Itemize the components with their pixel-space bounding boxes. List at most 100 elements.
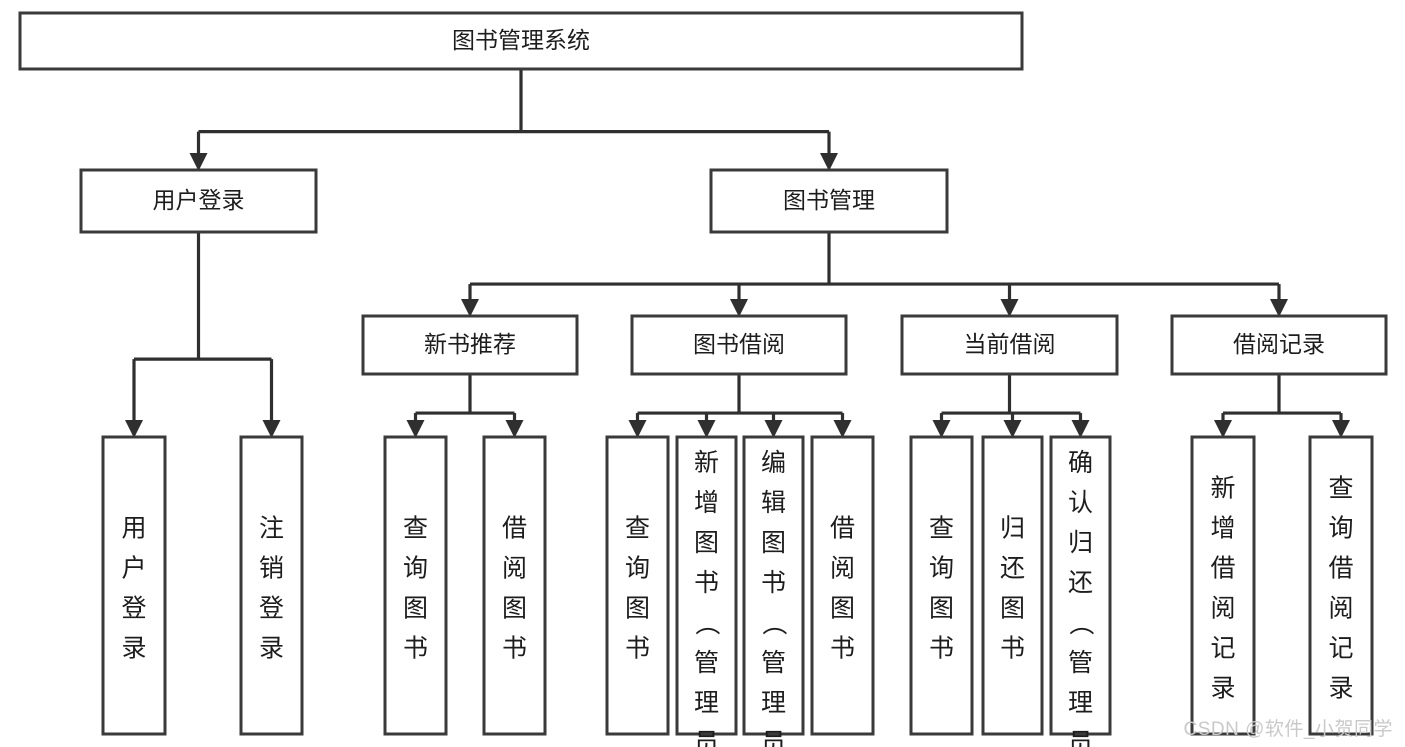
node-box	[709, 168, 949, 234]
node-label-char: 注	[259, 515, 284, 543]
node-label-char: 询	[625, 555, 650, 583]
node-box	[630, 314, 848, 376]
node-label-char: 书	[830, 635, 855, 663]
node-label-char: 询	[1328, 515, 1353, 543]
node-label-char: 书	[1000, 635, 1025, 663]
node-label-char: 记	[1210, 635, 1235, 663]
nodes-layer: 图书管理系统用户登录图书管理新书推荐图书借阅当前借阅借阅记录用户登录注销登录查询…	[18, 11, 1388, 747]
node-label-char: 还	[1000, 555, 1025, 583]
node-label-char: 理	[694, 689, 719, 717]
node-label-char: 理	[761, 689, 786, 717]
node-label-char: 图	[929, 595, 954, 623]
node-current-borrow[interactable]: 当前借阅	[900, 314, 1119, 376]
arrow-head-icon	[189, 153, 208, 171]
node-label-char: 编	[761, 449, 786, 477]
arrow-head-icon	[730, 299, 748, 317]
connectors-layer	[125, 69, 1350, 438]
arrow-head-icon	[764, 420, 783, 438]
arrow-head-icon	[820, 153, 838, 171]
node-book-borrow[interactable]: 图书借阅	[630, 314, 848, 376]
arrow-head-icon	[262, 420, 281, 438]
node-label-char: 辑	[761, 489, 786, 517]
node-label: 图书管理	[783, 187, 875, 213]
node-label-char: 管	[1068, 649, 1093, 677]
node-label-char: （	[693, 610, 721, 635]
node-label-char: 用	[121, 515, 146, 543]
node-label-char: 确	[1068, 449, 1093, 477]
node-label-char: 图	[403, 595, 428, 623]
node-box	[101, 435, 167, 736]
node-label-char: 员	[761, 729, 786, 747]
node-label-char: 新	[694, 449, 719, 477]
node-label-char: 借	[502, 515, 527, 543]
node-label-char: 归	[1068, 529, 1093, 557]
node-box	[1170, 314, 1388, 376]
node-label: 图书借阅	[693, 331, 785, 357]
node-root[interactable]: 图书管理系统	[18, 11, 1024, 71]
node-label-char: 还	[1068, 569, 1093, 597]
node-label-char: 查	[929, 515, 954, 543]
node-label-char: 员	[694, 729, 719, 747]
node-label-char: 查	[403, 515, 428, 543]
node-label-char: 借	[830, 515, 855, 543]
node-label-char: 图	[830, 595, 855, 623]
arrow-head-icon	[505, 420, 524, 438]
node-label-char: 书	[625, 635, 650, 663]
arrow-head-icon	[932, 420, 951, 438]
node-label: 用户登录	[153, 187, 245, 213]
node-label: 新书推荐	[424, 331, 516, 357]
node-label-char: 管	[761, 649, 786, 677]
node-label-char: 图	[1000, 595, 1025, 623]
node-box	[18, 11, 1024, 71]
node-label-char: 阅	[1328, 595, 1353, 623]
node-user-login[interactable]: 用户登录	[79, 168, 318, 234]
node-box	[1190, 435, 1256, 736]
node-box	[900, 314, 1119, 376]
node-label-char: 借	[1210, 555, 1235, 583]
node-label-char: 员	[1068, 729, 1093, 747]
node-borrow-record[interactable]: 借阅记录	[1170, 314, 1388, 376]
arrow-head-icon	[697, 420, 716, 438]
node-box	[810, 435, 875, 736]
node-box	[909, 435, 974, 736]
node-label-char: 理	[1068, 689, 1093, 717]
node-box	[742, 435, 805, 736]
node-box	[605, 435, 670, 736]
node-label-char: 图	[625, 595, 650, 623]
node-label-char: 查	[625, 515, 650, 543]
arrow-head-icon	[1270, 299, 1288, 317]
node-label-char: 图	[761, 529, 786, 557]
node-label-char: 询	[403, 555, 428, 583]
node-label-char: 阅	[830, 555, 855, 583]
node-book-manage[interactable]: 图书管理	[709, 168, 949, 234]
node-label-char: 书	[694, 569, 719, 597]
node-leaf-user-login[interactable]: 用户登录	[101, 435, 167, 736]
node-label-char: 录	[121, 635, 146, 663]
arrow-head-icon	[833, 420, 852, 438]
node-label-char: 图	[502, 595, 527, 623]
node-label-char: 登	[121, 595, 146, 623]
arrow-head-icon	[125, 420, 143, 438]
node-new-book-recommend[interactable]: 新书推荐	[361, 314, 579, 376]
node-box	[1308, 435, 1374, 736]
node-label: 当前借阅	[964, 331, 1056, 357]
node-label-char: 录	[1328, 675, 1353, 703]
node-label-char: 借	[1328, 555, 1353, 583]
node-label-char: 新	[1210, 475, 1235, 503]
node-label-char: 增	[694, 489, 719, 517]
node-label: 图书管理系统	[452, 27, 590, 53]
watermark: CSDN @软件_小贺同学	[1183, 719, 1393, 740]
